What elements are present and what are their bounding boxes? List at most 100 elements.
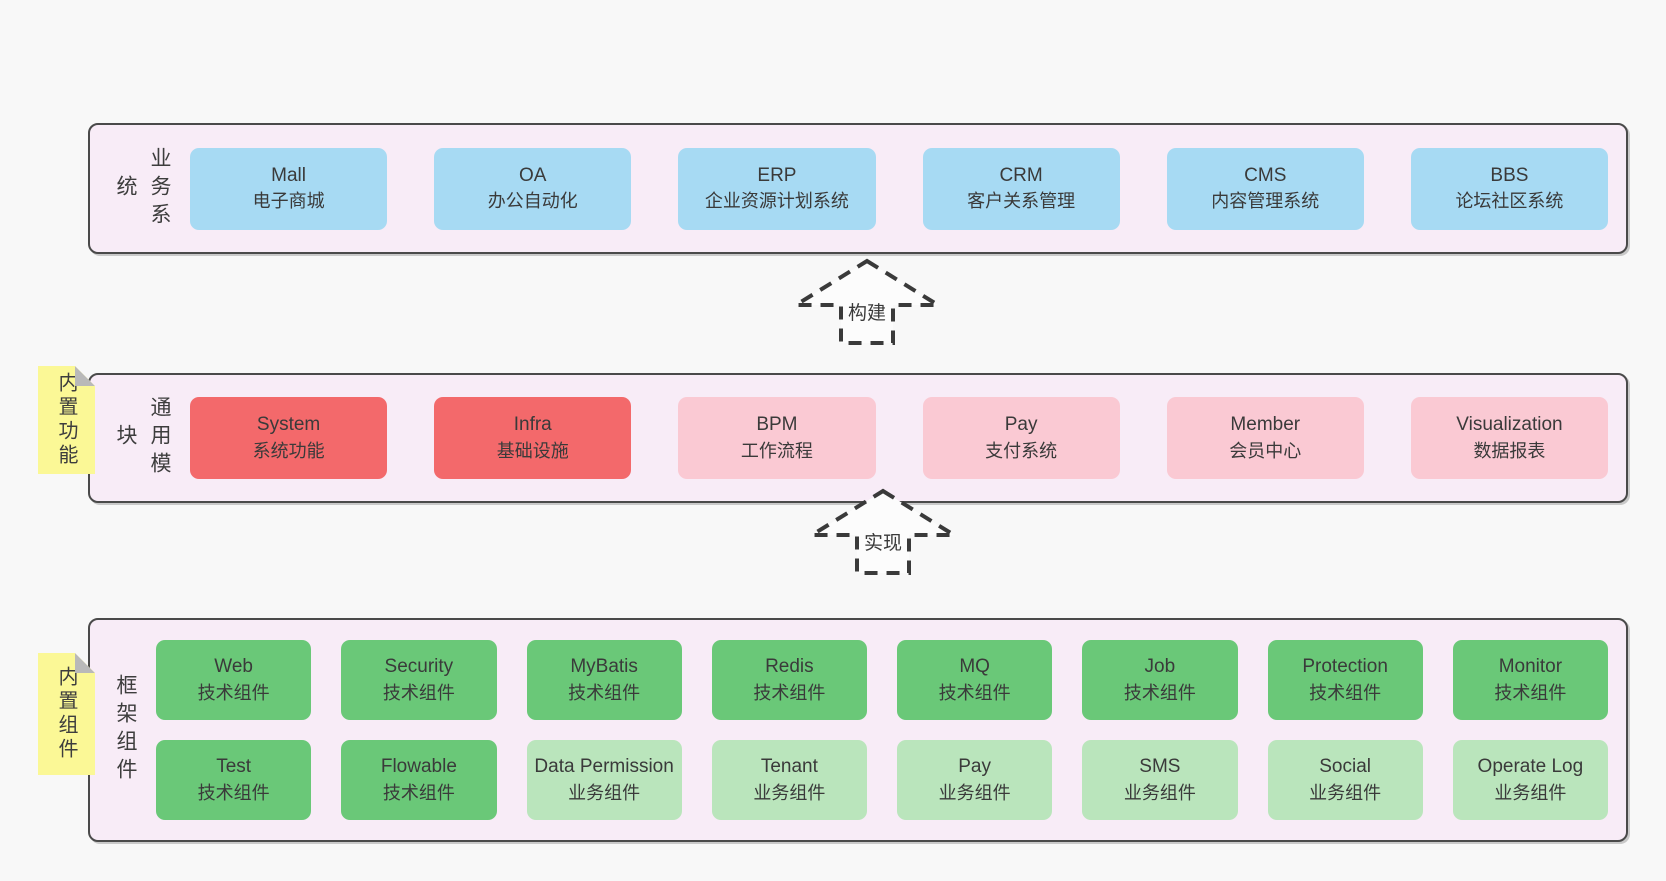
section-label-common-modules: 通用模块	[114, 396, 171, 480]
box-title: BBS	[1490, 164, 1529, 186]
box-visualization: Visualization 数据报表	[1410, 397, 1609, 479]
box-subtitle: 论坛社区系统	[1455, 191, 1564, 212]
section-business-systems: 业务系统 Mall 电子商城 OA 办公自动化 ERP 企业资源计划系统 CRM…	[88, 123, 1628, 254]
box-title: Flowable	[380, 756, 457, 778]
box-title: Visualization	[1456, 414, 1563, 436]
box-subtitle: 技术组件	[382, 682, 455, 703]
business-systems-row: Mall 电子商城 OA 办公自动化 ERP 企业资源计划系统 CRM 客户关系…	[190, 139, 1609, 238]
box-title: MQ	[959, 656, 990, 678]
box-title: CRM	[999, 164, 1043, 186]
box-subtitle: 内容管理系统	[1211, 191, 1320, 212]
sticky-note-built-in-components: 内置组件	[38, 653, 95, 775]
implement-arrow: 实现	[808, 488, 958, 576]
box-protection: Protection 技术组件	[1267, 640, 1423, 720]
box-title: Web	[214, 656, 253, 678]
box-mq: MQ 技术组件	[897, 640, 1053, 720]
box-bpm: BPM 工作流程	[678, 397, 876, 479]
box-bbs: BBS 论坛社区系统	[1410, 147, 1609, 230]
box-title: SMS	[1139, 756, 1181, 778]
framework-components-grid: Web 技术组件 Security 技术组件 MyBatis 技术组件 Redi…	[156, 640, 1608, 820]
box-oa: OA 办公自动化	[434, 147, 632, 230]
box-title: Job	[1144, 656, 1176, 678]
box-title: Pay	[958, 756, 991, 778]
box-title: BPM	[756, 414, 798, 436]
box-title: Member	[1230, 414, 1301, 436]
box-infra: Infra 基础设施	[434, 397, 632, 479]
box-title: CMS	[1244, 164, 1287, 186]
box-social: Social 业务组件	[1267, 740, 1423, 820]
box-pay-component: Pay 业务组件	[897, 740, 1053, 820]
box-security: Security 技术组件	[341, 640, 497, 720]
box-subtitle: 业务组件	[1309, 782, 1382, 803]
section-common-modules: 通用模块 System 系统功能 Infra 基础设施 BPM 工作流程 Pay…	[88, 373, 1628, 503]
box-title: ERP	[757, 164, 797, 186]
implement-arrow-label: 实现	[860, 528, 906, 555]
box-subtitle: 办公自动化	[487, 191, 578, 212]
box-subtitle: 系统功能	[252, 440, 325, 461]
box-operate-log: Operate Log 业务组件	[1452, 740, 1608, 820]
box-erp: ERP 企业资源计划系统	[678, 147, 876, 230]
box-redis: Redis 技术组件	[711, 640, 867, 720]
box-title: Tenant	[760, 756, 818, 778]
box-crm: CRM 客户关系管理	[922, 147, 1120, 230]
box-subtitle: 业务组件	[938, 782, 1011, 803]
box-subtitle: 支付系统	[985, 440, 1058, 461]
box-title: OA	[519, 164, 547, 186]
box-title: Operate Log	[1477, 756, 1584, 778]
box-title: Infra	[513, 414, 552, 436]
box-mybatis: MyBatis 技术组件	[526, 640, 682, 720]
box-subtitle: 基础设施	[496, 440, 569, 461]
box-subtitle: 技术组件	[1494, 682, 1567, 703]
box-sms: SMS 业务组件	[1082, 740, 1238, 820]
box-subtitle: 技术组件	[568, 682, 641, 703]
box-data-permission: Data Permission 业务组件	[526, 740, 682, 820]
box-title: Monitor	[1498, 656, 1563, 678]
box-subtitle: 业务组件	[568, 782, 641, 803]
box-title: System	[256, 414, 321, 436]
section-label-business-systems: 业务系统	[114, 146, 171, 231]
box-pay-module: Pay 支付系统	[922, 397, 1120, 479]
box-subtitle: 技术组件	[1123, 682, 1196, 703]
box-title: Social	[1319, 756, 1371, 778]
box-mall: Mall 电子商城	[190, 147, 388, 230]
box-subtitle: 技术组件	[197, 782, 270, 803]
sticky-note-text: 内置功能	[55, 372, 77, 468]
box-subtitle: 业务组件	[1494, 782, 1567, 803]
box-subtitle: 业务组件	[1123, 782, 1196, 803]
box-subtitle: 数据报表	[1473, 440, 1546, 461]
box-title: Data Permission	[534, 756, 674, 778]
box-title: Test	[216, 756, 252, 778]
box-subtitle: 业务组件	[753, 782, 826, 803]
box-system: System 系统功能	[190, 397, 388, 479]
box-subtitle: 工作流程	[740, 440, 813, 461]
box-title: Security	[384, 656, 454, 678]
box-subtitle: 技术组件	[1309, 682, 1382, 703]
box-web: Web 技术组件	[156, 640, 312, 720]
box-subtitle: 会员中心	[1229, 440, 1302, 461]
box-member: Member 会员中心	[1166, 397, 1364, 479]
common-modules-row: System 系统功能 Infra 基础设施 BPM 工作流程 Pay 支付系统…	[190, 389, 1609, 487]
box-title: MyBatis	[570, 656, 638, 678]
box-subtitle: 技术组件	[382, 782, 455, 803]
box-subtitle: 技术组件	[938, 682, 1011, 703]
box-subtitle: 技术组件	[753, 682, 826, 703]
box-test: Test 技术组件	[156, 740, 312, 820]
box-monitor: Monitor 技术组件	[1452, 640, 1608, 720]
box-flowable: Flowable 技术组件	[341, 740, 497, 820]
box-subtitle: 企业资源计划系统	[704, 191, 849, 212]
sticky-note-built-in-features: 内置功能	[38, 366, 95, 474]
box-job: Job 技术组件	[1082, 640, 1238, 720]
box-subtitle: 客户关系管理	[967, 191, 1076, 212]
box-title: Pay	[1004, 414, 1038, 436]
box-subtitle: 电子商城	[252, 191, 325, 212]
section-label-framework-components: 框架组件	[114, 674, 137, 786]
build-arrow-label: 构建	[844, 298, 890, 325]
box-subtitle: 技术组件	[197, 682, 270, 703]
section-framework-components: 框架组件 Web 技术组件 Security 技术组件 MyBatis 技术组件…	[88, 618, 1628, 842]
box-cms: CMS 内容管理系统	[1166, 147, 1364, 230]
box-title: Redis	[765, 656, 814, 678]
build-arrow: 构建	[792, 258, 942, 346]
box-tenant: Tenant 业务组件	[711, 740, 867, 820]
box-title: Protection	[1302, 656, 1388, 678]
